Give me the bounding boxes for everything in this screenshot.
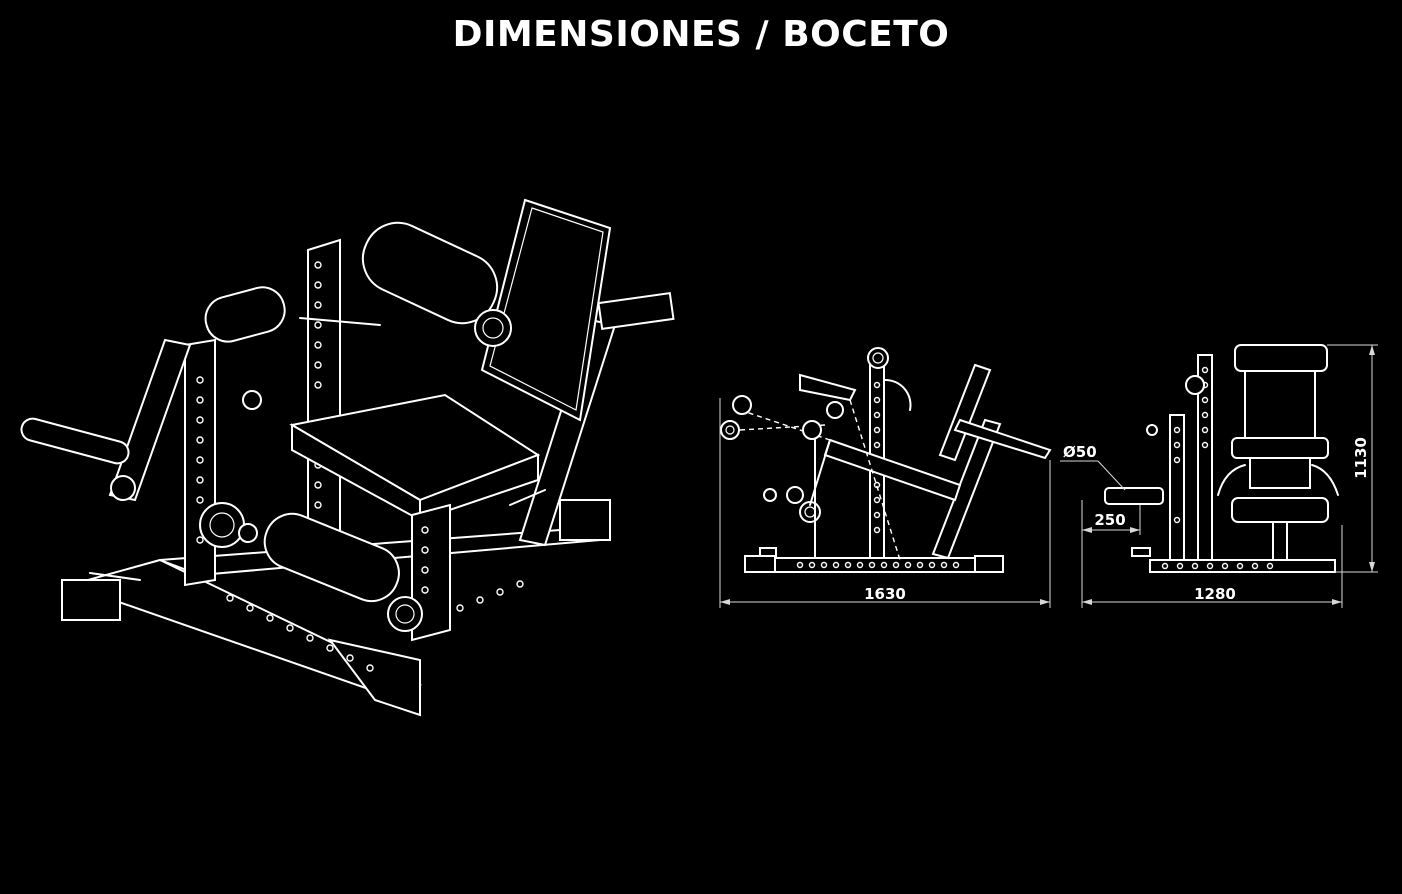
side-base-holes bbox=[796, 561, 960, 569]
side-seat bbox=[823, 438, 962, 502]
foot-back-right bbox=[559, 499, 611, 541]
top-roller bbox=[361, 221, 499, 325]
front-back-pad bbox=[1244, 370, 1316, 439]
front-upright-left bbox=[1169, 414, 1185, 561]
side-diagonal bbox=[931, 418, 1002, 560]
side-back-pad bbox=[938, 363, 992, 462]
front-top-roller bbox=[1234, 344, 1328, 372]
lower-roller bbox=[263, 512, 400, 603]
side-upright-holes bbox=[873, 381, 881, 534]
front-handle-left bbox=[1217, 464, 1246, 496]
handle-bar bbox=[20, 417, 130, 465]
adjust-plate bbox=[597, 291, 675, 331]
front-seat-bracket bbox=[1249, 457, 1311, 489]
side-cam-arc bbox=[884, 378, 912, 411]
lever-arm bbox=[108, 338, 192, 502]
side-top-roller bbox=[867, 347, 889, 369]
upright-rear-holes bbox=[314, 261, 322, 509]
dim-bar-length: 250 bbox=[1094, 511, 1125, 529]
isometric-view bbox=[20, 198, 675, 717]
side-pad-top bbox=[799, 373, 857, 402]
upright-left-holes bbox=[196, 376, 204, 544]
front-lower-roller bbox=[1231, 497, 1329, 523]
dim-front-width: 1280 bbox=[1194, 585, 1236, 603]
side-view: 1630 bbox=[719, 347, 1052, 608]
front-handle-right bbox=[1311, 464, 1339, 496]
base-holes bbox=[226, 580, 524, 672]
page-title: DIMENSIONES / BOCETO bbox=[452, 14, 950, 55]
front-upright-right bbox=[1197, 354, 1213, 561]
front-column bbox=[1272, 521, 1288, 561]
upright-rear bbox=[307, 238, 341, 567]
dim-bar-diameter: Ø50 bbox=[1063, 443, 1097, 461]
front-view: 1280 1130 Ø50 250 bbox=[1060, 344, 1378, 608]
lower-roller-cap bbox=[387, 596, 423, 632]
front-base-holes bbox=[1161, 562, 1274, 570]
knee-pad bbox=[204, 286, 286, 343]
top-roller-cap bbox=[474, 309, 512, 347]
front-seat bbox=[1231, 437, 1329, 459]
seat-column-holes bbox=[421, 526, 429, 594]
cam-wheel bbox=[199, 502, 245, 548]
foot-front-left bbox=[61, 579, 121, 621]
side-adjust-arm bbox=[953, 418, 1052, 460]
front-bar bbox=[1104, 487, 1164, 505]
dim-side-length: 1630 bbox=[864, 585, 906, 603]
dim-height: 1130 bbox=[1352, 437, 1370, 479]
